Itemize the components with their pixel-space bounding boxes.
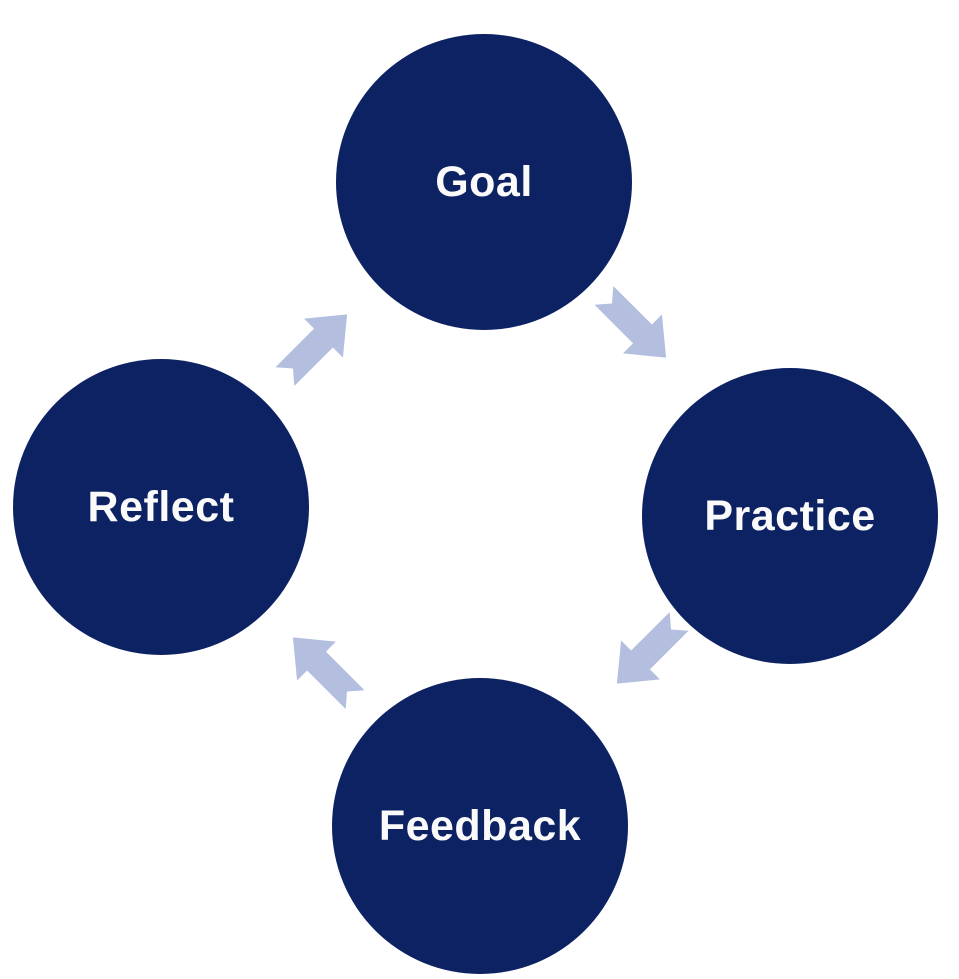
node-feedback-label: Feedback bbox=[378, 801, 582, 850]
node-goal-label: Goal bbox=[435, 157, 533, 206]
node-practice: Practice bbox=[642, 368, 938, 664]
node-goal: Goal bbox=[336, 34, 632, 330]
node-feedback: Feedback bbox=[332, 678, 628, 974]
node-practice-label: Practice bbox=[704, 491, 876, 540]
node-reflect: Reflect bbox=[13, 359, 309, 655]
block-arrow-down-left-icon bbox=[616, 611, 689, 684]
arrow-feedback-to-reflect bbox=[273, 618, 374, 719]
block-arrow-up-right-icon bbox=[275, 314, 348, 387]
node-reflect-label: Reflect bbox=[87, 482, 235, 531]
arrow-practice-to-feedback bbox=[597, 602, 698, 703]
arrow-goal-to-practice bbox=[584, 276, 685, 377]
arrow-reflect-to-goal bbox=[265, 295, 366, 396]
block-arrow-up-left-icon bbox=[292, 637, 365, 710]
block-arrow-down-right-icon bbox=[594, 285, 667, 358]
